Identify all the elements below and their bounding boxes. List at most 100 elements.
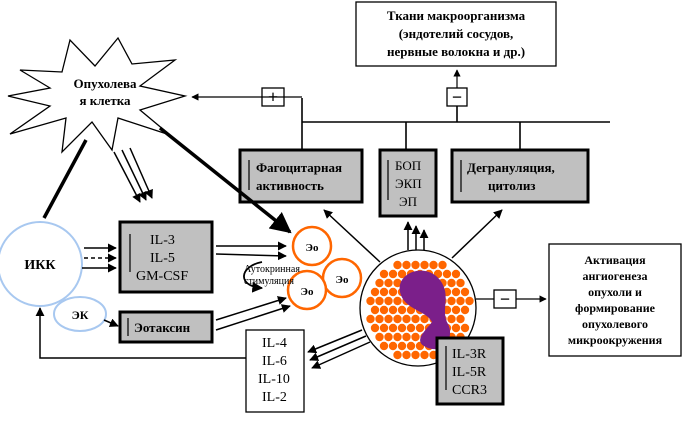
- minus-sign-box: −: [446, 87, 468, 107]
- bop-line-1: БОП: [395, 158, 421, 173]
- granule: [456, 278, 465, 288]
- tumor-cell: Опухолева я клетка: [7, 36, 188, 154]
- bop-line-2: ЭКП: [395, 176, 422, 191]
- granule: [406, 341, 416, 351]
- granule: [375, 332, 384, 342]
- granule: [388, 341, 398, 351]
- granule: [447, 314, 456, 324]
- granule: [447, 278, 456, 288]
- granule: [420, 314, 429, 324]
- granule: [451, 323, 461, 333]
- minus-sign-box-2: −: [493, 289, 517, 309]
- eo-cell-1: Эо: [291, 225, 333, 267]
- granule: [411, 314, 420, 324]
- angio-line-1: Активация: [584, 253, 646, 267]
- ils-line-1: IL-4: [262, 336, 287, 351]
- ils-box: IL-4 IL-6 IL-10 IL-2: [245, 329, 305, 413]
- granule: [375, 278, 384, 288]
- eo-label: Эо: [336, 274, 349, 286]
- granule: [411, 260, 420, 270]
- eo-label: Эо: [301, 286, 314, 298]
- granule: [379, 341, 389, 351]
- granule: [460, 305, 470, 315]
- granule: [384, 314, 393, 324]
- tissues-box: Ткани макроорганизма (эндотелий сосудов,…: [355, 1, 557, 67]
- granule: [451, 269, 461, 279]
- receptors-box: IL-3R IL-5R CCR3: [435, 336, 505, 406]
- granule: [402, 350, 411, 360]
- granule: [379, 305, 389, 315]
- granule: [393, 332, 402, 342]
- granule: [370, 305, 380, 315]
- phago-line-2: активность: [256, 178, 324, 193]
- receptors-line-3: CCR3: [452, 383, 487, 398]
- tumor-label-1: Опухолева: [73, 76, 137, 91]
- bop-box: БОП ЭКП ЭП: [378, 148, 438, 218]
- minus-sign-2: −: [500, 289, 510, 309]
- il3-line-2: IL-5: [150, 251, 175, 266]
- granule: [393, 314, 402, 324]
- degran-box: Дегрануляция, цитолиз: [450, 148, 590, 204]
- granule: [388, 287, 398, 297]
- granule: [379, 269, 389, 279]
- tree-connectors: [301, 98, 610, 150]
- granule: [465, 296, 474, 306]
- granule: [411, 350, 420, 360]
- eosinophil-nucleus: [399, 270, 451, 350]
- granule: [397, 341, 407, 351]
- granule: [460, 287, 470, 297]
- granule: [379, 323, 389, 333]
- granule: [375, 314, 384, 324]
- granule: [451, 287, 461, 297]
- il3-box: IL-3 IL-5 GM-CSF: [118, 220, 214, 294]
- ikk-label: ИКК: [24, 258, 56, 273]
- granule: [415, 323, 425, 333]
- granule: [370, 323, 380, 333]
- tumor-label-2: я клетка: [79, 93, 131, 108]
- eo-cell-2: Эо: [321, 257, 363, 299]
- granule: [384, 278, 393, 288]
- angio-line-6: микроокружения: [568, 333, 663, 347]
- autocrine-line-1: Аутокринная: [244, 264, 300, 275]
- granule: [402, 314, 411, 324]
- autocrine-line-2: стимуляция: [244, 276, 294, 287]
- granule: [384, 296, 393, 306]
- angio-line-2: ангиогенеза: [583, 269, 648, 283]
- granule: [393, 350, 402, 360]
- tissues-line-2: (эндотелий сосудов,: [399, 26, 514, 41]
- granule: [370, 287, 380, 297]
- granule: [402, 332, 411, 342]
- ils-line-2: IL-6: [262, 354, 287, 369]
- granule: [442, 269, 452, 279]
- granule: [393, 260, 402, 270]
- granule: [447, 296, 456, 306]
- bop-line-3: ЭП: [399, 194, 417, 209]
- angio-line-4: формирование: [575, 301, 656, 315]
- ikk-cell: ИКК: [0, 221, 83, 307]
- ek-label: ЭК: [72, 308, 89, 322]
- granule: [420, 260, 429, 270]
- angio-line-5: опухолевого: [582, 317, 648, 331]
- tissues-line-3: нервные волокна и др.): [387, 44, 525, 59]
- minus-sign: −: [452, 87, 462, 107]
- granule: [406, 323, 416, 333]
- granule: [460, 323, 470, 333]
- degran-line-1: Дегрануляция,: [467, 160, 555, 175]
- ils-line-3: IL-10: [258, 372, 290, 387]
- granule: [397, 305, 407, 315]
- angio-box: Активация ангиогенеза опухоли и формиров…: [548, 243, 682, 357]
- granule: [388, 305, 398, 315]
- autocrine-curve-arrow: [243, 261, 264, 293]
- eotaxin-box: Эотаксин: [118, 310, 214, 344]
- granule: [420, 350, 429, 360]
- granule: [451, 305, 461, 315]
- granule: [402, 260, 411, 270]
- granule: [375, 296, 384, 306]
- granule: [438, 260, 447, 270]
- degran-line-2: цитолиз: [488, 178, 536, 193]
- granule: [393, 296, 402, 306]
- il3-line-3: GM-CSF: [136, 269, 188, 284]
- eo-label: Эо: [306, 242, 319, 254]
- granule: [366, 296, 375, 306]
- tissues-line-1: Ткани макроорганизма: [387, 8, 526, 23]
